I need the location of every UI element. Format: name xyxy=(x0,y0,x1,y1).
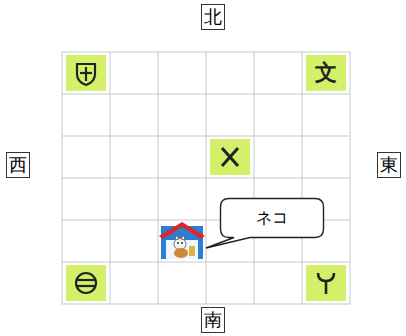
direction-label: 南 xyxy=(204,309,222,331)
direction-box: 東 xyxy=(377,152,401,178)
cat-icon xyxy=(159,222,205,259)
bank-symbol xyxy=(76,273,96,293)
grid-lines xyxy=(62,52,350,304)
speech-bubble: ネコ xyxy=(220,198,324,238)
direction-box: 南 xyxy=(201,307,225,333)
direction-label: 西 xyxy=(9,154,27,176)
direction-box: 西 xyxy=(6,152,30,178)
school-symbol: 文 xyxy=(315,62,337,84)
direction-box: 北 xyxy=(201,4,225,30)
bubble-shape xyxy=(206,199,324,249)
bubble-text: ネコ xyxy=(256,208,288,229)
hospital-symbol xyxy=(77,64,95,85)
fire-station-symbol xyxy=(318,273,334,294)
direction-label: 北 xyxy=(204,6,222,28)
police-symbol xyxy=(222,148,238,166)
direction-label: 東 xyxy=(380,154,398,176)
